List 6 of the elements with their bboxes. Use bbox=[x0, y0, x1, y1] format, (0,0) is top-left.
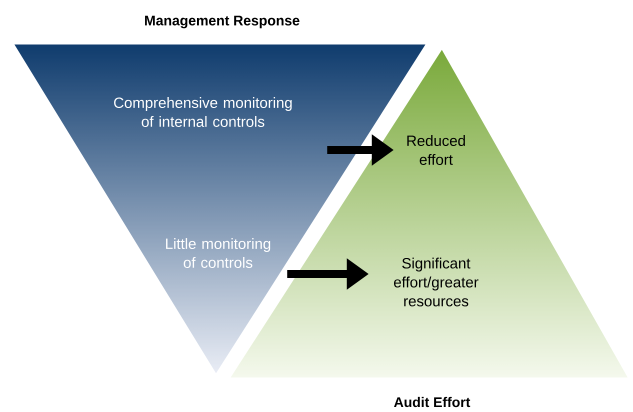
node-text: Significant effort/greater resources bbox=[394, 258, 478, 306]
node-text: Reduced effort bbox=[407, 135, 465, 165]
node-label: Audit Effort bbox=[394, 396, 470, 408]
node-text: Little monitoring of controls bbox=[166, 238, 270, 268]
node-text: Comprehensive monitoring of internal controls bbox=[114, 97, 292, 127]
node-label: Management Response bbox=[145, 16, 300, 28]
